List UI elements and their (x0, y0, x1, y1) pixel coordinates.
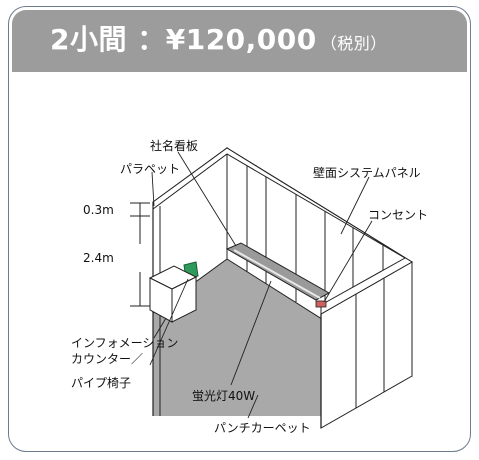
title-tax-note: （税別） (320, 34, 387, 53)
label-counter-line1: インフォメーション (71, 336, 178, 350)
title-main: 2小間 ：¥120,000 (50, 23, 317, 56)
outlet (315, 300, 327, 308)
booth-price-title: 2小間 ：¥120,000（税別） (50, 18, 387, 58)
label-height-top: 0.3m (83, 203, 114, 217)
label-parapet: パラペット (120, 162, 180, 176)
title-bar (12, 10, 467, 72)
label-wall-panel: 壁面システムパネル (313, 165, 421, 180)
label-chair: パイプ椅子 (71, 376, 131, 390)
label-carpet: パンチカーペット (214, 421, 311, 435)
label-height-main: 2.4m (83, 251, 114, 265)
label-counter-line2: カウンター／ (71, 352, 143, 366)
label-outlet: コンセント (368, 208, 428, 222)
label-signboard: 社名看板 (150, 138, 198, 153)
info-counter (148, 265, 198, 323)
height-dimension (130, 202, 150, 307)
label-lamp: 蛍光灯40W (192, 389, 255, 403)
